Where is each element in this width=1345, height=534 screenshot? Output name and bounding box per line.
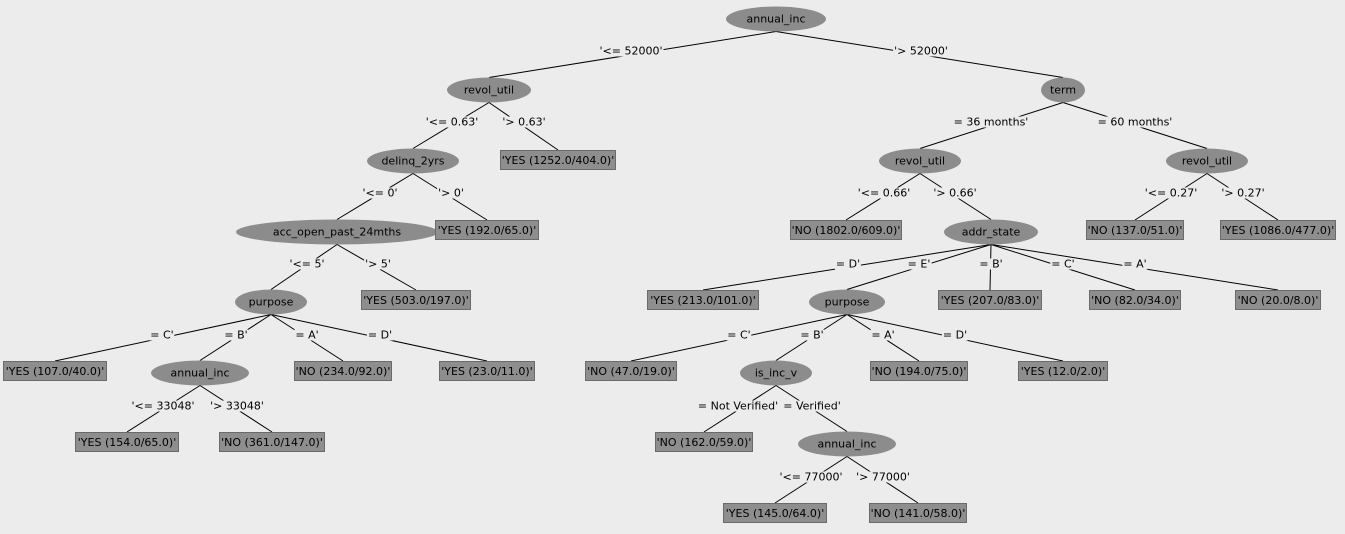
leaf-node: 'YES (1086.0/477.0)' — [1220, 220, 1336, 240]
edge-label: = A' — [870, 328, 896, 342]
edge-label: = Verified' — [782, 399, 842, 413]
leaf-node: 'YES (213.0/101.0)' — [647, 290, 759, 310]
edge-label: '> 52000' — [893, 44, 949, 58]
edge-label: = A' — [294, 328, 320, 342]
edge-label: = C' — [1050, 257, 1076, 271]
split-node: revol_util — [447, 77, 531, 103]
edge-label: '<= 0.66' — [856, 186, 912, 200]
edge-label: = C' — [149, 328, 175, 342]
edge-label: '<= 0.63' — [424, 115, 480, 129]
leaf-node: 'YES (1252.0/404.0)' — [500, 150, 616, 170]
leaf-node: 'YES (503.0/197.0)' — [361, 290, 471, 310]
edge-label: '> 5' — [364, 257, 392, 271]
leaf-node: 'YES (12.0/2.0)' — [1018, 361, 1108, 381]
leaf-node: 'YES (145.0/64.0)' — [723, 503, 827, 523]
leaf-node: 'NO (234.0/92.0)' — [294, 361, 392, 381]
split-node: addr_state — [944, 219, 1038, 245]
split-node: purpose — [809, 289, 885, 315]
split-node: term — [1041, 77, 1085, 103]
edge-label: = A' — [1122, 257, 1148, 271]
edge-label: '> 0' — [437, 186, 465, 200]
edge-label: = B' — [978, 257, 1004, 271]
edge-label: '> 0.63' — [501, 115, 547, 129]
split-node: delinq_2yrs — [367, 148, 459, 174]
edge-label: = Not Verified' — [696, 399, 780, 413]
edge-label: = D' — [366, 328, 394, 342]
edge-label: = B' — [799, 328, 825, 342]
leaf-node: 'NO (361.0/147.0)' — [219, 432, 325, 452]
leaf-node: 'NO (141.0/58.0)' — [869, 503, 967, 523]
edge-label: '<= 77000' — [778, 470, 844, 484]
edge-label: = D' — [834, 257, 862, 271]
edge-label: '<= 33048' — [130, 399, 196, 413]
split-node: revol_util — [879, 148, 961, 174]
leaf-node: 'YES (207.0/83.0)' — [938, 290, 1042, 310]
split-node: purpose — [235, 289, 307, 315]
split-node: annual_inc — [798, 431, 896, 457]
leaf-node: 'NO (137.0/51.0)' — [1086, 220, 1184, 240]
edge-label: '<= 5' — [288, 257, 326, 271]
leaf-node: 'YES (23.0/11.0)' — [439, 361, 535, 381]
split-node: acc_open_past_24mths — [236, 219, 438, 245]
edge-label: '<= 0' — [361, 186, 399, 200]
leaf-node: 'YES (107.0/40.0)' — [3, 361, 107, 381]
edge-label: = E' — [906, 257, 932, 271]
leaf-node: 'NO (194.0/75.0)' — [870, 361, 968, 381]
edge-label: = B' — [223, 328, 249, 342]
edge-label: = D' — [941, 328, 969, 342]
leaf-node: 'NO (47.0/19.0)' — [585, 361, 677, 381]
leaf-node: 'YES (154.0/65.0)' — [75, 432, 179, 452]
leaf-node: 'NO (162.0/59.0)' — [655, 432, 753, 452]
leaf-node: 'YES (192.0/65.0)' — [435, 220, 539, 240]
edge-label: '> 77000' — [855, 470, 911, 484]
edge-label: '> 33048' — [209, 399, 265, 413]
split-node: annual_inc — [151, 360, 249, 386]
edge-label: '> 0.66' — [932, 186, 978, 200]
edge-label: '<= 52000' — [598, 44, 664, 58]
edge-label: = 60 months' — [1096, 115, 1174, 129]
edge-label: = 36 months' — [952, 115, 1030, 129]
leaf-node: 'NO (1802.0/609.0)' — [790, 220, 902, 240]
split-node: annual_inc — [726, 6, 826, 32]
leaf-node: 'NO (20.0/8.0)' — [1235, 290, 1321, 310]
split-node: is_inc_v — [740, 360, 812, 386]
split-node: revol_util — [1166, 148, 1248, 174]
leaf-node: 'NO (82.0/34.0)' — [1089, 290, 1181, 310]
edge-label: = C' — [726, 328, 752, 342]
edge-label: '> 0.27' — [1220, 186, 1266, 200]
edge-label: '<= 0.27' — [1143, 186, 1199, 200]
